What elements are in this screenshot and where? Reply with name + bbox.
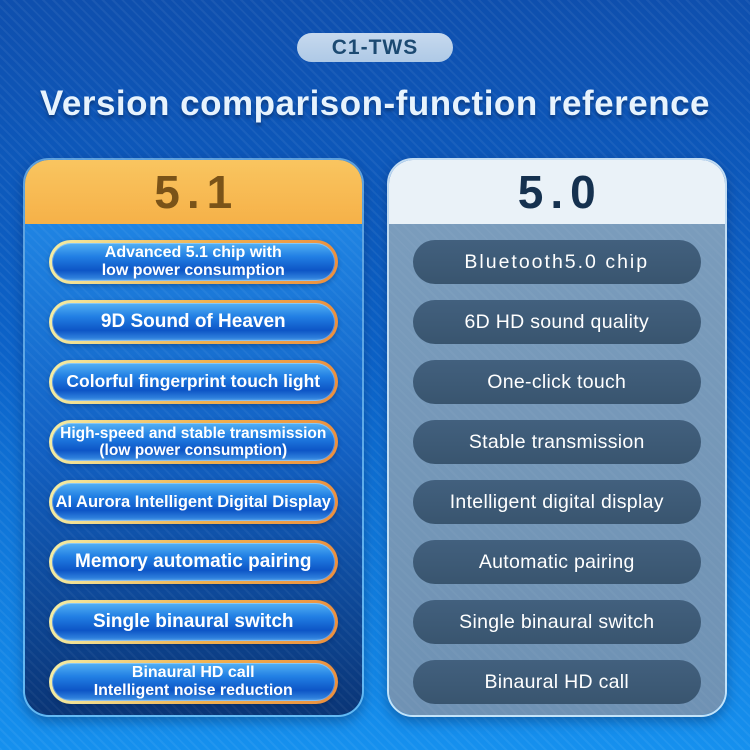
comparison-columns: 5.1 Advanced 5.1 chip with low power con…	[23, 158, 727, 717]
feature-row: One-click touch	[412, 360, 701, 404]
feature-line: AI Aurora Intelligent Digital Display	[55, 492, 331, 511]
version-51-card: 5.1 Advanced 5.1 chip with low power con…	[23, 158, 364, 717]
page-title: Version comparison-function reference	[39, 84, 711, 123]
feature-line: low power consumption	[101, 262, 285, 279]
feature-line: High-speed and stable transmission	[60, 424, 327, 442]
feature-row: AI Aurora Intelligent Digital Display	[49, 480, 338, 524]
right-feature-pill-5: Intelligent digital display	[412, 480, 701, 524]
feature-row: Binaural HD call Intelligent noise reduc…	[49, 660, 338, 704]
feature-line: Colorful fingerprint touch light	[66, 371, 321, 392]
feature-line: Intelligent noise reduction	[93, 682, 293, 699]
right-feature-pill-1: Bluetooth5.0 chip	[412, 240, 701, 284]
left-feature-pill-6: Memory automatic pairing	[49, 540, 338, 584]
feature-line: 6D HD sound quality	[464, 310, 650, 333]
left-feature-pill-2: 9D Sound of Heaven	[49, 300, 338, 344]
feature-row: Bluetooth5.0 chip	[412, 240, 701, 284]
left-feature-pill-5: AI Aurora Intelligent Digital Display	[49, 480, 338, 524]
left-feature-pill-7-face: Single binaural switch	[52, 603, 335, 641]
version-50-label: 5.0	[517, 166, 603, 218]
feature-row: Single binaural switch	[49, 600, 338, 644]
right-feature-pill-3: One-click touch	[412, 360, 701, 404]
version-51-feature-list: Advanced 5.1 chip with low power consump…	[25, 224, 362, 715]
feature-row: High-speed and stable transmission (low …	[49, 420, 338, 464]
left-feature-pill-2-face: 9D Sound of Heaven	[52, 303, 335, 341]
feature-line: Intelligent digital display	[449, 490, 664, 513]
feature-row: Advanced 5.1 chip with low power consump…	[49, 240, 338, 284]
feature-row: Stable transmission	[412, 420, 701, 464]
feature-line: Advanced 5.1 chip with	[104, 244, 282, 262]
right-feature-pill-8: Binaural HD call	[412, 660, 701, 704]
feature-line: Single binaural switch	[92, 611, 294, 633]
version-50-card: 5.0 Bluetooth5.0 chip 6D HD sound qualit…	[386, 158, 727, 717]
right-feature-pill-6: Automatic pairing	[412, 540, 701, 584]
version-50-header: 5.0	[388, 160, 725, 224]
feature-line: Binaural HD call	[484, 670, 630, 693]
feature-line: Binaural HD call	[131, 664, 255, 682]
feature-line: 9D Sound of Heaven	[100, 311, 286, 333]
left-feature-pill-3-face: Colorful fingerprint touch light	[52, 363, 335, 401]
feature-row: 9D Sound of Heaven	[49, 300, 338, 344]
left-feature-pill-5-face: AI Aurora Intelligent Digital Display	[52, 483, 335, 521]
left-feature-pill-4: High-speed and stable transmission (low …	[49, 420, 338, 464]
left-feature-pill-6-face: Memory automatic pairing	[52, 543, 335, 581]
feature-line: Automatic pairing	[478, 550, 635, 573]
feature-row: Memory automatic pairing	[49, 540, 338, 584]
feature-line: Single binaural switch	[459, 610, 655, 633]
feature-row: Colorful fingerprint touch light	[49, 360, 338, 404]
left-feature-pill-8-face: Binaural HD call Intelligent noise reduc…	[52, 663, 335, 701]
version-51-header: 5.1	[25, 160, 362, 224]
feature-row: 6D HD sound quality	[412, 300, 701, 344]
feature-row: Intelligent digital display	[412, 480, 701, 524]
feature-line: Bluetooth5.0 chip	[464, 250, 650, 273]
model-badge-label: C1-TWS	[331, 35, 419, 59]
feature-line: Stable transmission	[468, 430, 645, 453]
feature-row: Binaural HD call	[412, 660, 701, 704]
version-51-label: 5.1	[154, 166, 240, 218]
feature-line: One-click touch	[487, 370, 627, 393]
left-feature-pill-1-face: Advanced 5.1 chip with low power consump…	[52, 243, 335, 281]
feature-row: Single binaural switch	[412, 600, 701, 644]
feature-line: Memory automatic pairing	[75, 551, 312, 573]
version-50-feature-list: Bluetooth5.0 chip 6D HD sound quality On…	[389, 224, 726, 715]
left-feature-pill-8: Binaural HD call Intelligent noise reduc…	[49, 660, 338, 704]
left-feature-pill-3: Colorful fingerprint touch light	[49, 360, 338, 404]
model-badge: C1-TWS	[297, 33, 453, 62]
left-feature-pill-1: Advanced 5.1 chip with low power consump…	[49, 240, 338, 284]
right-feature-pill-7: Single binaural switch	[412, 600, 701, 644]
left-feature-pill-4-face: High-speed and stable transmission (low …	[52, 423, 335, 461]
right-feature-pill-4: Stable transmission	[412, 420, 701, 464]
feature-line: (low power consumption)	[99, 442, 288, 459]
right-feature-pill-2: 6D HD sound quality	[412, 300, 701, 344]
feature-row: Automatic pairing	[412, 540, 701, 584]
left-feature-pill-7: Single binaural switch	[49, 600, 338, 644]
